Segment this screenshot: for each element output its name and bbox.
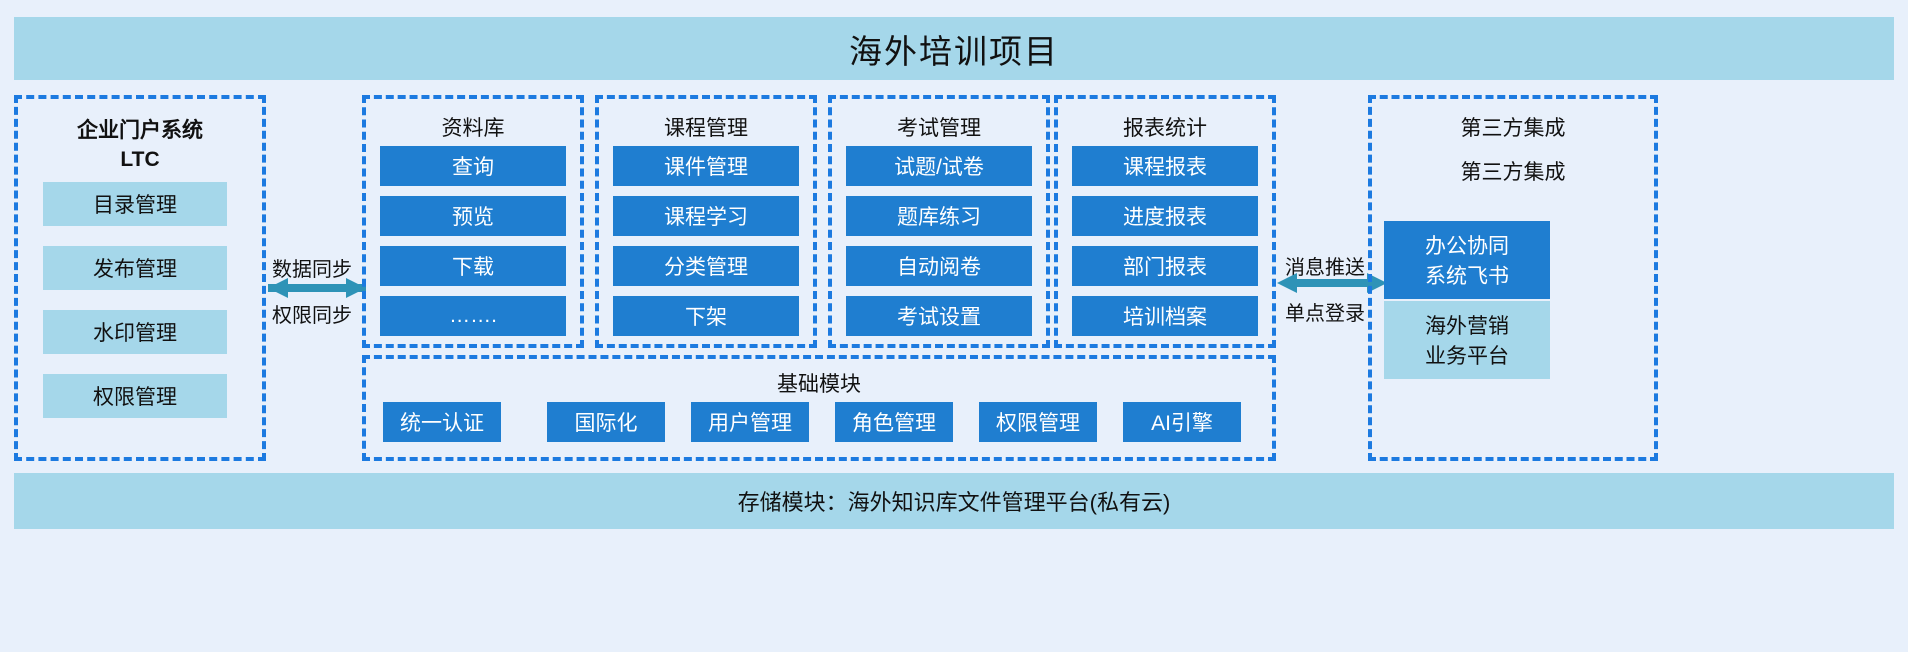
resource-library-item-query[interactable]: 查询 — [380, 146, 566, 186]
resource-library-item-more[interactable]: ……. — [380, 296, 566, 336]
column-title-exam-management: 考试管理 — [897, 117, 981, 140]
portal-item-permission[interactable]: 权限管理 — [43, 374, 227, 418]
base-module-title: 基础模块 — [777, 373, 861, 396]
course-management-item-study[interactable]: 课程学习 — [613, 196, 799, 236]
group-box-report-statistics — [1054, 95, 1276, 348]
storage-module-label: 存储模块：海外知识库文件管理平台(私有云) — [737, 490, 1171, 515]
third-party-item-office-collab-line2: 系统飞书 — [1425, 265, 1509, 288]
portal-item-publish[interactable]: 发布管理 — [43, 246, 227, 290]
course-management-item-category[interactable]: 分类管理 — [613, 246, 799, 286]
column-title-course-management: 课程管理 — [664, 117, 748, 140]
group-box-exam-management — [828, 95, 1050, 348]
base-module-item-i18n[interactable]: 国际化 — [547, 402, 665, 442]
arrow-left-right-icon — [1277, 273, 1387, 293]
base-module-item-role-management[interactable]: 角色管理 — [835, 402, 953, 442]
course-management-item-unpublish[interactable]: 下架 — [613, 296, 799, 336]
page-title-banner: 海外培训项目 — [14, 17, 1894, 80]
third-party-title: 第三方集成 — [1460, 117, 1566, 140]
resource-library-item-preview[interactable]: 预览 — [380, 196, 566, 236]
resource-library-item-download[interactable]: 下载 — [380, 246, 566, 286]
group-box-portal-system — [14, 95, 266, 461]
report-statistics-item-department-report[interactable]: 部门报表 — [1072, 246, 1258, 286]
portal-item-catalog[interactable]: 目录管理 — [43, 182, 227, 226]
base-module-item-ai-engine[interactable]: AI引擎 — [1123, 402, 1241, 442]
portal-system-title-line1: 企业门户系统 — [77, 119, 203, 142]
report-statistics-item-course-report[interactable]: 课程报表 — [1072, 146, 1258, 186]
left-connector-label-permission-sync: 权限同步 — [272, 305, 352, 327]
third-party-subtitle: 第三方集成 — [1460, 161, 1566, 184]
group-box-resource-library — [362, 95, 584, 348]
exam-management-item-auto-grading[interactable]: 自动阅卷 — [846, 246, 1032, 286]
report-statistics-item-progress-report[interactable]: 进度报表 — [1072, 196, 1258, 236]
left-connector-label-data-sync: 数据同步 — [272, 259, 352, 281]
third-party-item-overseas-marketing-line2: 业务平台 — [1425, 345, 1509, 368]
report-statistics-item-training-archive[interactable]: 培训档案 — [1072, 296, 1258, 336]
portal-system-title-line2: LTC — [120, 148, 160, 171]
exam-management-item-practice[interactable]: 题库练习 — [846, 196, 1032, 236]
portal-item-watermark[interactable]: 水印管理 — [43, 310, 227, 354]
group-box-third-party-integration — [1368, 95, 1658, 461]
page-title: 海外培训项目 — [849, 32, 1059, 70]
course-management-item-courseware[interactable]: 课件管理 — [613, 146, 799, 186]
base-module-item-unified-auth[interactable]: 统一认证 — [383, 402, 501, 442]
base-module-item-permission-management[interactable]: 权限管理 — [979, 402, 1097, 442]
exam-management-item-settings[interactable]: 考试设置 — [846, 296, 1032, 336]
third-party-item-office-collab[interactable]: 办公协同 系统飞书 — [1384, 221, 1550, 299]
right-connector-label-sso: 单点登录 — [1285, 303, 1365, 325]
third-party-item-overseas-marketing[interactable]: 海外营销 业务平台 — [1384, 301, 1550, 379]
base-module-item-user-management[interactable]: 用户管理 — [691, 402, 809, 442]
column-title-report-statistics: 报表统计 — [1123, 117, 1207, 140]
arrow-left-icon — [268, 278, 366, 298]
third-party-item-office-collab-line1: 办公协同 — [1425, 235, 1509, 258]
group-box-course-management — [595, 95, 817, 348]
storage-module-banner: 存储模块：海外知识库文件管理平台(私有云) — [14, 473, 1894, 529]
third-party-item-overseas-marketing-line1: 海外营销 — [1425, 315, 1509, 338]
column-title-resource-library: 资料库 — [441, 117, 505, 140]
right-connector-label-message-push: 消息推送 — [1285, 257, 1365, 279]
exam-management-item-question-paper[interactable]: 试题/试卷 — [846, 146, 1032, 186]
group-box-base-module — [362, 355, 1276, 461]
